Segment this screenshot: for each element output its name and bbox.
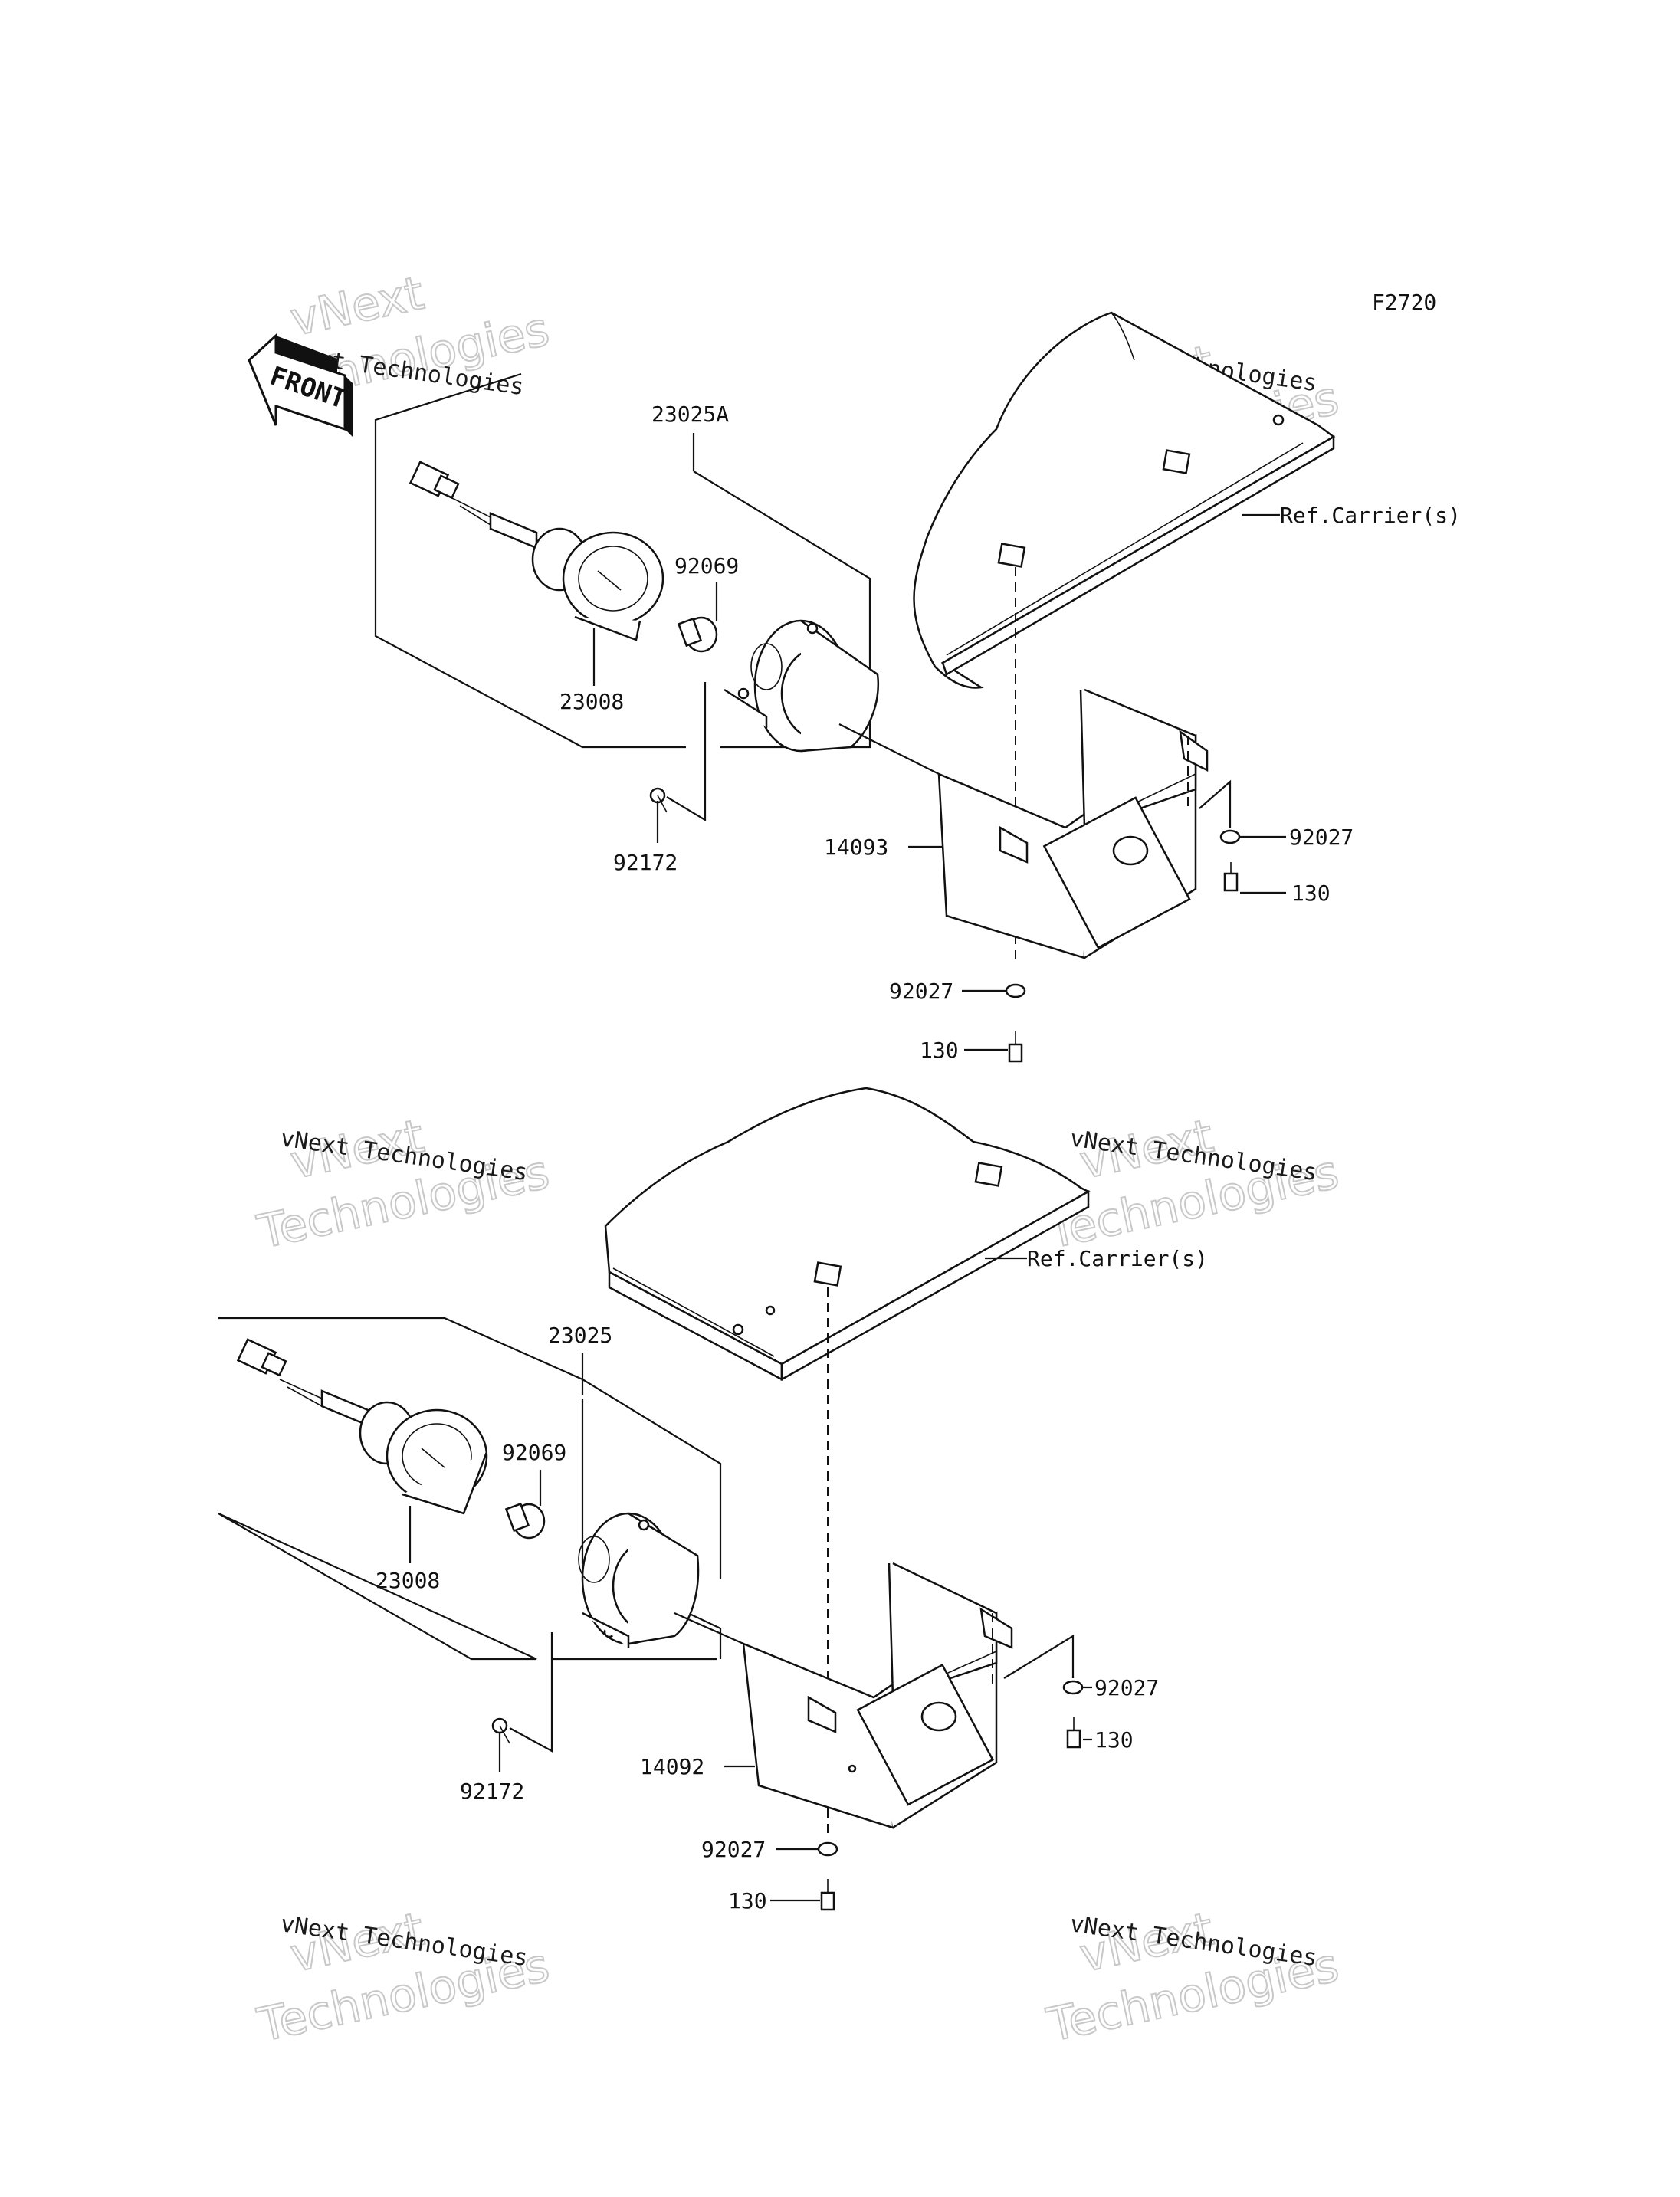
upper-bulb [677,616,718,653]
front-arrow-icon: FRONT [248,333,353,437]
lower-carrier-ref-label: Ref.Carrier(s) [1027,1246,1208,1271]
lower-washer-side [1062,1680,1084,1695]
upper-connector [409,461,538,549]
upper-assembly: Ref.Carrier(s) 23008 92069 [374,311,1461,1063]
lower-connector [236,1338,369,1427]
upper-bolt-bottom-label: 130 [920,1038,959,1063]
lower-bolt-bottom-label: 130 [728,1888,767,1913]
upper-washer-bottom-label: 92027 [889,979,953,1004]
clip-icon [813,1261,842,1287]
lower-washer-bottom-label: 92027 [701,1837,766,1862]
upper-bolt-side [1223,862,1239,892]
lower-bracket [742,1562,1013,1829]
upper-lamp-assembly-label: 23025A [651,402,729,427]
lower-screw-label: 92172 [460,1779,524,1804]
upper-washer-side-label: 92027 [1289,825,1354,850]
upper-lamp [724,619,880,753]
upper-washer-bottom [1005,983,1026,998]
clip-icon [1162,449,1191,474]
upper-socket-label: 23008 [559,689,624,714]
lower-bolt-bottom [820,1879,835,1911]
lower-washer-bottom [817,1841,838,1857]
lower-screw [491,1717,510,1744]
upper-washer-side [1219,829,1241,844]
upper-screw-label: 92172 [613,850,678,875]
lower-washer-side-label: 92027 [1094,1675,1159,1700]
lower-socket-label: 23008 [376,1568,440,1593]
lower-bulb-label: 92069 [502,1440,566,1465]
upper-bracket [937,688,1209,959]
lower-assembly: Ref.Carrier(s) 23008 92069 [218,1087,1208,1913]
lower-lamp [578,1512,700,1648]
clip-icon [974,1162,1003,1187]
upper-bracket-label: 14093 [824,835,888,860]
figure-code: F2720 [1372,290,1436,315]
upper-carrier [913,311,1336,966]
lower-bolt-side [1066,1717,1081,1749]
lower-bolt-side-label: 130 [1094,1727,1134,1753]
upper-screw [649,787,668,813]
lower-carrier [604,1087,1091,1839]
lower-socket [359,1401,488,1515]
upper-bolt-side-label: 130 [1291,880,1331,906]
upper-bulb-label: 92069 [674,553,739,579]
upper-bolt-bottom [1008,1031,1023,1063]
upper-carrier-ref-label: Ref.Carrier(s) [1280,503,1461,528]
upper-socket [531,527,664,641]
lower-bulb [504,1502,546,1540]
lower-lamp-assembly-label: 23025 [548,1323,612,1348]
clip-icon [997,543,1026,568]
lower-bracket-label: 14092 [640,1754,704,1779]
